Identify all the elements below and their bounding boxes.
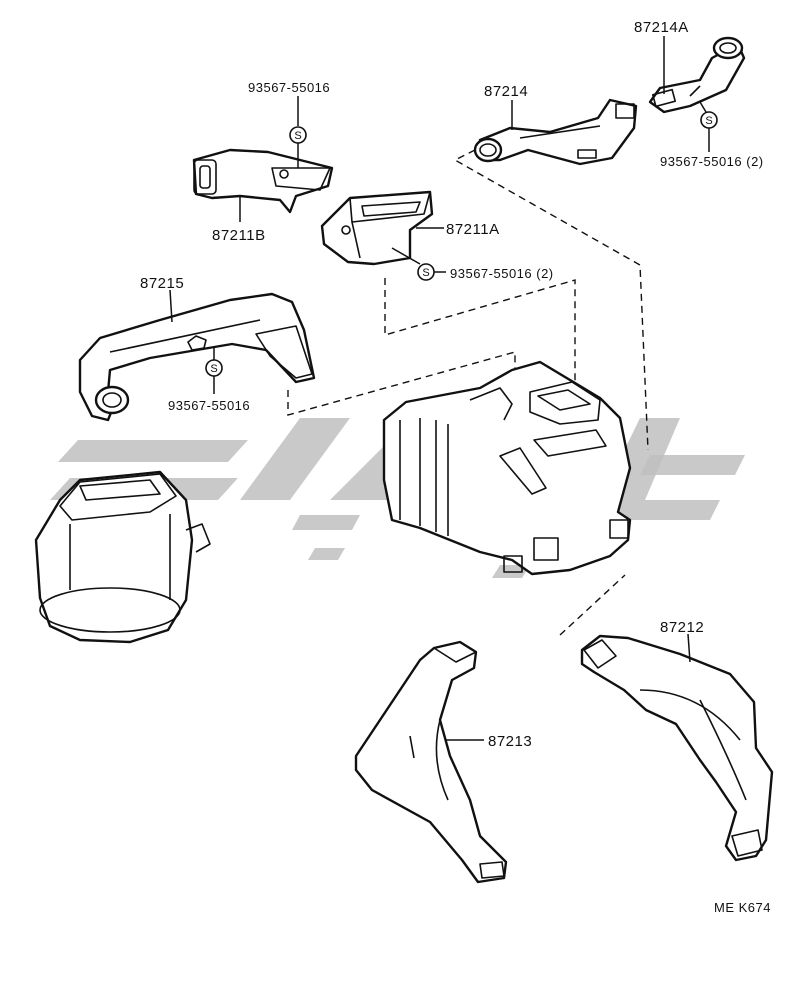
screw-symbol: S (294, 130, 301, 142)
screw-mark-top-right: S (699, 101, 718, 152)
label-screw-left: 93567-55016 (168, 398, 250, 413)
label-87211A: 87211A (446, 221, 500, 238)
part-87214A-duct (648, 36, 746, 114)
label-87213: 87213 (488, 733, 532, 750)
labels: 87214A 87214 93567-55016 93567-55016 (2)… (140, 19, 771, 915)
screw-mark-middle: S (391, 247, 446, 281)
part-87212-duct (580, 634, 774, 862)
label-screw-middle: 93567-55016 (2) (450, 266, 554, 281)
screw-symbol: S (210, 363, 217, 375)
part-87215-duct (78, 292, 316, 422)
reference-code: ME K674 (714, 900, 771, 915)
part-87211B-duct (192, 148, 334, 214)
label-screw-top-left: 93567-55016 (248, 80, 330, 95)
screw-symbol: S (422, 267, 429, 279)
screw-mark-top-left: S (289, 96, 307, 168)
part-87211A-box (320, 190, 434, 266)
label-screw-top-right: 93567-55016 (2) (660, 154, 764, 169)
label-87214A: 87214A (634, 19, 689, 36)
screw-mark-left: S (205, 346, 223, 394)
label-87215: 87215 (140, 275, 184, 292)
blower-unit (34, 470, 211, 644)
screw-symbol: S (705, 115, 712, 127)
label-87211B: 87211B (212, 227, 266, 244)
label-87214: 87214 (484, 83, 528, 100)
label-87212: 87212 (660, 619, 704, 636)
heater-unit (382, 360, 632, 576)
part-87213-duct (354, 640, 508, 884)
part-87214-duct (473, 98, 638, 166)
part-leaders (169, 36, 691, 741)
